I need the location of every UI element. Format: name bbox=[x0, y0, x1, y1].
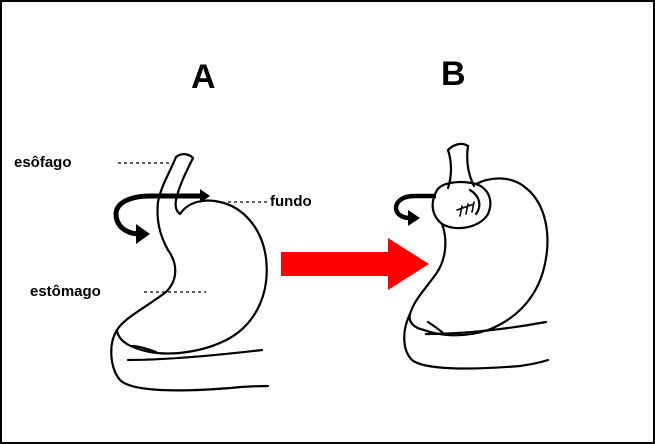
fundoplication-wrap bbox=[433, 182, 491, 228]
stomach-b-greater-curvature bbox=[424, 178, 547, 335]
esophagus-a-top bbox=[176, 154, 193, 158]
rotation-arrow-icon-b bbox=[396, 196, 436, 226]
stomach-b bbox=[404, 144, 548, 369]
sutures bbox=[457, 202, 474, 216]
transition-arrow-icon bbox=[281, 238, 429, 290]
esophagus-b-right-wall bbox=[467, 146, 474, 186]
duodenum-b bbox=[404, 314, 548, 368]
esophagus-a-left-wall bbox=[157, 157, 176, 250]
duodenum-b-line bbox=[426, 322, 546, 334]
stomach-a-lesser-curvature bbox=[117, 250, 175, 330]
stomach-a bbox=[111, 154, 268, 390]
stomach-b-lesser-curvature bbox=[410, 224, 446, 330]
stomach-a-greater-curvature bbox=[117, 201, 267, 354]
rotation-arrow-icon bbox=[116, 189, 210, 244]
esophagus-b-top bbox=[448, 144, 468, 150]
